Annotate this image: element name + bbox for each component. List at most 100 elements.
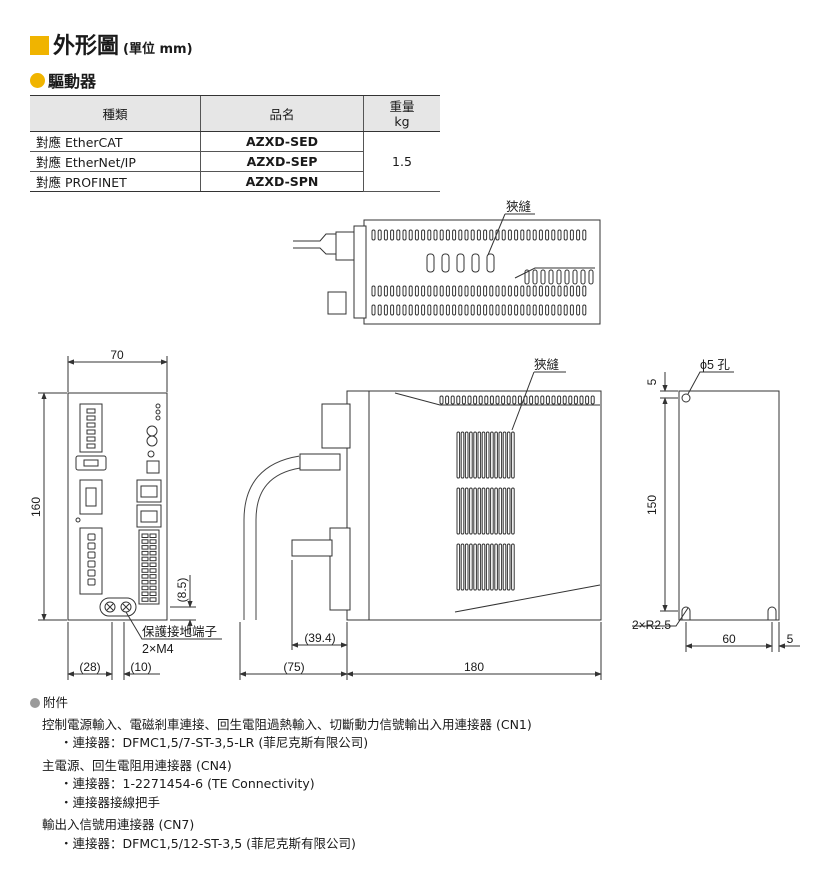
side-slit [490,431,494,479]
side-top-slit [501,395,506,405]
side-top-slit [540,395,545,405]
top-slit [427,285,432,297]
top-slit [371,229,376,241]
top-slit [408,229,413,241]
led-1 [155,403,161,409]
top-slit [569,285,574,297]
cn7-pin [149,591,157,596]
side-cn1 [321,403,351,449]
top-vent-group [426,253,594,285]
side-slit [464,487,469,535]
accessory-group-title: 輸出入信號用連接器 (CN7) [42,817,195,832]
spec-table: 種類 品名 重量 kg 對應 EtherCAT AZXD-SED 1.5 對應 … [30,95,440,192]
side-top-slit [478,395,483,405]
cn7-pin [141,591,149,596]
cn7-pin [149,597,157,602]
dim-8-5: (8.5) [175,578,189,603]
cn5-pins [87,533,96,586]
side-slit [477,543,482,591]
top-slit [576,304,581,316]
top-slit [576,285,581,297]
side-top-slit [484,395,489,405]
top-slit [551,304,556,316]
cn7-pin [149,550,157,556]
cn7-pin [141,579,149,585]
top-slit [507,229,512,241]
top-vent [426,253,435,273]
top-slit [390,304,395,316]
top-slit [470,304,475,316]
cn7-pin [141,562,149,567]
cn7-pin [141,556,149,562]
top-slit [501,285,506,297]
top-cable [293,233,336,255]
row-type: 對應 EtherCAT [30,131,201,152]
top-slit [545,285,550,297]
header-type: 種類 [30,95,201,132]
ground-screw-left-icon [104,601,116,613]
top-slit [414,304,419,316]
ethernet-port-1-inner [140,485,158,498]
accessories-title: 附件 [43,695,69,710]
side-top-line [394,392,600,406]
cn5-pin [87,578,96,586]
top-slit [551,229,556,241]
accessory-group-title: 主電源、回生電阻用連接器 (CN4) [42,757,232,773]
side-top-slit [545,395,550,405]
top-slit [538,229,543,241]
top-slit [445,285,450,297]
accessories-section: 附件 控制電源輸入、電磁剎車連接、回生電阻過熱輸入、切斷動力信號輸出入用連接器 … [30,695,532,860]
side-top-slit [467,395,472,405]
row-product: AZXD-SEP [200,151,364,172]
cn7-pin [149,585,157,591]
top-slit [526,304,531,316]
cn4-inner [85,487,97,507]
side-slit [502,431,507,479]
side-top-slit [506,395,511,405]
cn7-pin [149,545,157,550]
top-slit [551,285,556,297]
top-slit-row-2 [371,285,587,316]
top-slit-row-1 [371,229,587,241]
front-view [67,392,168,621]
top-slit [396,229,401,241]
row-type: 對應 PROFINET [30,171,201,192]
top-cn7-connector [327,291,347,315]
top-slit [520,285,525,297]
cn7-pin [149,562,157,567]
top-fin [564,269,570,285]
section-title: 驅動器 [30,68,96,92]
top-slit [427,304,432,316]
radius-leader [632,607,689,627]
side-slit [469,543,473,591]
side-slit [473,431,477,479]
side-top-slit [568,395,573,405]
cn7-pin [149,556,157,562]
top-slit [383,229,388,241]
top-slit [532,285,537,297]
dim-160: 160 [29,497,43,517]
side-top-slit [445,395,450,405]
cn7-pin [141,533,149,538]
radius-label: 2×R2.5 [632,618,671,632]
accessory-group-cn7: 輸出入信號用連接器 (CN7) ・連接器：DFMC1,5/12-ST-3,5 (… [42,817,532,850]
top-fin-outline [514,267,595,279]
top-fin [540,269,546,285]
side-slit [481,487,486,535]
top-slit [582,304,587,316]
top-slit [476,285,481,297]
ground-leader [125,611,222,640]
top-slit [439,285,444,297]
side-top-slit [585,395,590,405]
side-slit [502,487,507,535]
top-slit [458,304,463,316]
cn1-pin [86,415,96,421]
table-row: 對應 EtherCAT AZXD-SED 1.5 [30,131,440,192]
top-slit [538,304,543,316]
top-slit [464,229,469,241]
top-slit-label: 狹縫 [506,199,532,214]
side-top-slit [523,395,528,405]
side-cable-inner [244,456,302,620]
accessories-header: 附件 [30,695,532,710]
cn1-pin [86,436,96,442]
